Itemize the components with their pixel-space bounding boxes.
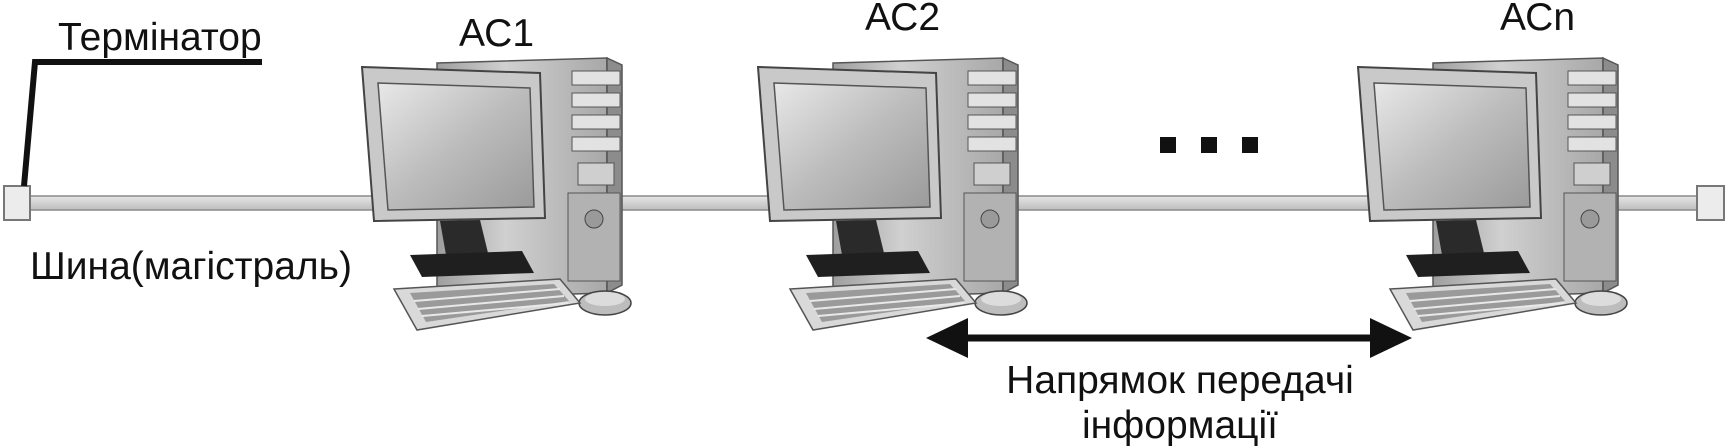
arrowhead-right	[1370, 318, 1412, 358]
workstation-ac1	[361, 57, 632, 331]
bus-label: Шина(магістраль)	[30, 245, 352, 288]
ellipsis-dot	[1242, 137, 1258, 153]
direction-label-line1: Напрямок передачі	[1006, 359, 1354, 402]
station-label-ac2: АС2	[865, 0, 940, 39]
direction-label-line2: інформації	[1082, 404, 1278, 447]
terminator-left	[3, 185, 31, 221]
ellipsis-dot	[1201, 137, 1217, 153]
terminator-label: Термінатор	[58, 16, 262, 59]
workstation-ac2	[757, 57, 1028, 331]
terminator-right	[1696, 185, 1725, 221]
station-label-ac1: АС1	[459, 12, 534, 55]
ellipsis-dot	[1160, 137, 1176, 153]
arrowhead-left	[926, 318, 968, 358]
workstation-acn	[1357, 57, 1628, 331]
terminator-pointer-line	[21, 59, 262, 187]
station-label-acn: АСn	[1500, 0, 1575, 39]
